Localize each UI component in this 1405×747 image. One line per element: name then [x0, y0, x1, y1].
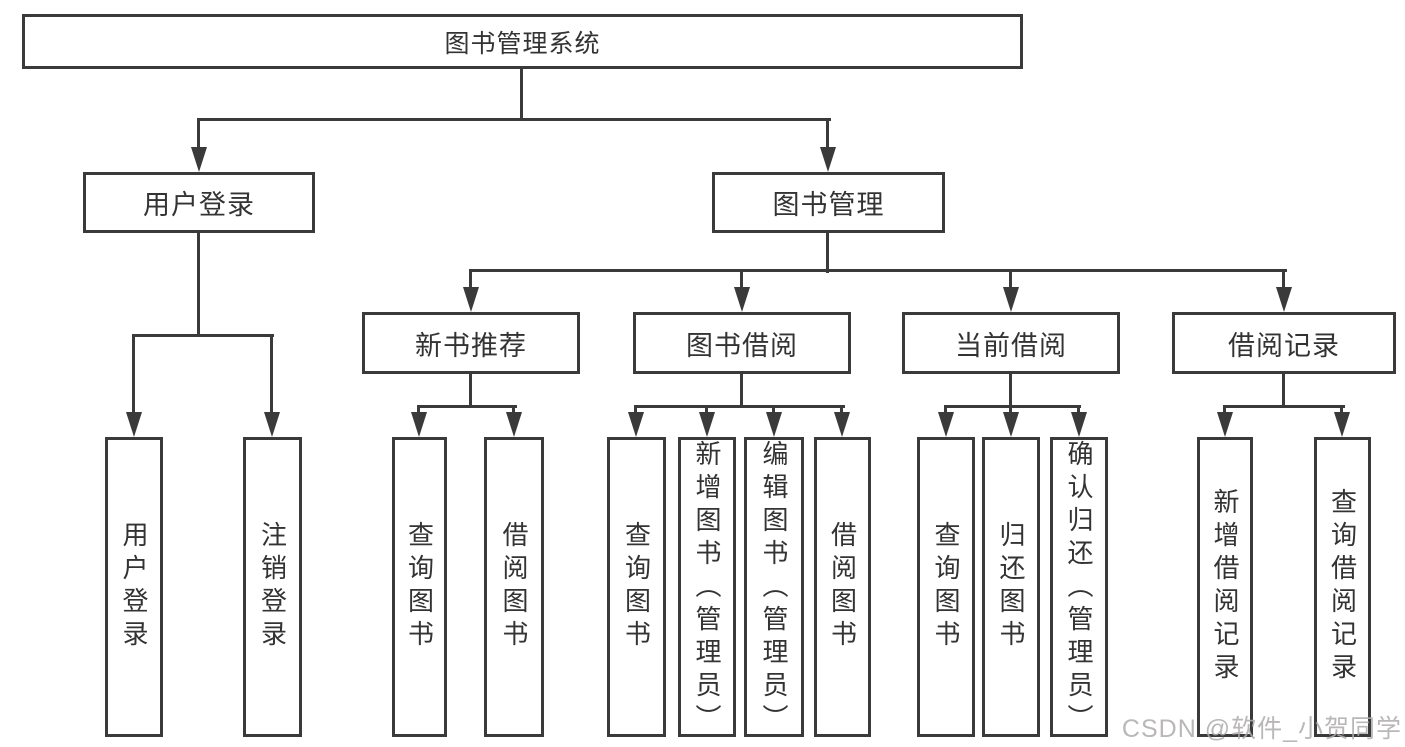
- connector-line: [520, 69, 523, 121]
- arrowhead-down-icon: [734, 287, 750, 312]
- connector-line: [1340, 407, 1343, 416]
- arrowhead-down-icon: [1217, 412, 1233, 437]
- connector-line: [197, 120, 200, 152]
- node-leaf-query-books: 查询图书: [392, 437, 447, 737]
- arrowhead-down-icon: [191, 147, 207, 172]
- connector-line: [132, 334, 274, 337]
- node-leaf-add-books-admin: 新增图书（管理员）: [678, 437, 736, 737]
- arrowhead-down-icon: [1003, 287, 1019, 312]
- watermark-text: CSDN @软件_小贺同学: [1121, 715, 1402, 743]
- connector-line: [469, 374, 472, 408]
- arrowhead-down-icon: [834, 412, 850, 437]
- connector-line: [705, 407, 708, 416]
- node-user-login: 用户登录: [83, 172, 315, 233]
- connector-line: [469, 269, 1287, 272]
- arrowhead-down-icon: [699, 412, 715, 437]
- connector-line: [270, 336, 273, 414]
- arrowhead-down-icon: [1276, 287, 1292, 312]
- node-leaf-return-books: 归还图书: [982, 437, 1040, 737]
- arrowhead-down-icon: [628, 412, 644, 437]
- node-leaf-logout: 注销登录: [243, 437, 302, 737]
- arrowhead-down-icon: [766, 412, 782, 437]
- connector-line: [469, 271, 472, 291]
- connector-line: [634, 407, 637, 416]
- node-book-management: 图书管理: [712, 172, 945, 233]
- node-label: 借阅记录: [1228, 330, 1340, 361]
- node-leaf-query-books: 查询图书: [917, 437, 975, 737]
- arrowhead-down-icon: [1334, 412, 1350, 437]
- node-label: 图书管理: [772, 190, 885, 220]
- arrowhead-down-icon: [938, 412, 954, 437]
- node-label: 新书推荐: [415, 330, 527, 361]
- connector-line: [1223, 405, 1345, 408]
- connector-line: [132, 336, 135, 414]
- node-label: 查询图书: [931, 521, 961, 653]
- node-label: 归还图书: [996, 521, 1026, 653]
- node-label: 新增借阅记录: [1210, 488, 1240, 686]
- connector-line: [512, 407, 515, 416]
- connector-line: [197, 233, 200, 337]
- connector-line: [740, 374, 743, 408]
- connector-line: [772, 407, 775, 416]
- node-label: 查询借阅记录: [1327, 488, 1358, 686]
- arrowhead-down-icon: [1003, 412, 1019, 437]
- connector-line: [826, 233, 829, 273]
- node-label: 查询图书: [621, 521, 652, 653]
- node-new-book-recommend: 新书推荐: [362, 312, 580, 374]
- node-label: 编辑图书（管理员）: [759, 440, 789, 737]
- node-leaf-borrow-books: 借阅图书: [814, 437, 871, 737]
- node-leaf-add-borrow-record: 新增借阅记录: [1197, 437, 1253, 737]
- node-label: 注销登录: [257, 521, 288, 653]
- connector-line: [1077, 407, 1080, 416]
- node-leaf-borrow-books: 借阅图书: [484, 437, 544, 737]
- node-label: 新增图书（管理员）: [692, 440, 722, 737]
- connector-line: [826, 120, 829, 152]
- node-leaf-confirm-return-admin: 确认归还（管理员）: [1050, 437, 1108, 737]
- connector-line: [944, 405, 1081, 408]
- node-current-borrowing: 当前借阅: [902, 312, 1120, 374]
- node-leaf-query-books: 查询图书: [607, 437, 666, 737]
- connector-line: [840, 407, 843, 416]
- connector-line: [1282, 271, 1285, 291]
- node-leaf-edit-books-admin: 编辑图书（管理员）: [744, 437, 804, 737]
- node-label: 借阅图书: [499, 521, 529, 653]
- node-label: 用户登录: [119, 521, 149, 653]
- node-leaf-query-borrow-record: 查询借阅记录: [1314, 437, 1371, 737]
- arrowhead-down-icon: [411, 412, 427, 437]
- connector-line: [1282, 374, 1285, 408]
- connector-line: [944, 407, 947, 416]
- connector-line: [417, 407, 420, 416]
- connector-line: [740, 271, 743, 291]
- node-label: 确认归还（管理员）: [1064, 440, 1094, 737]
- connector-line: [1223, 407, 1226, 416]
- connector-line: [1009, 271, 1012, 291]
- arrowhead-down-icon: [126, 412, 142, 437]
- node-label: 借阅图书: [827, 521, 858, 653]
- connector-line: [1009, 407, 1012, 416]
- node-label: 查询图书: [404, 521, 435, 653]
- node-label: 图书借阅: [686, 330, 798, 361]
- connector-line: [634, 405, 845, 408]
- node-label: 用户登录: [143, 190, 255, 220]
- connector-line: [1009, 374, 1012, 408]
- node-label: 当前借阅: [955, 330, 1067, 361]
- connector-line: [197, 118, 831, 121]
- node-label: 图书管理系统: [444, 29, 601, 58]
- arrowhead-down-icon: [820, 147, 836, 172]
- arrowhead-down-icon: [506, 412, 522, 437]
- node-leaf-user-login: 用户登录: [105, 437, 163, 737]
- arrowhead-down-icon: [1071, 412, 1087, 437]
- node-borrowing-records: 借阅记录: [1172, 312, 1396, 374]
- connector-line: [417, 405, 517, 408]
- node-book-borrowing: 图书借阅: [633, 312, 851, 374]
- arrowhead-down-icon: [264, 412, 280, 437]
- arrowhead-down-icon: [463, 287, 479, 312]
- node-library-management-system: 图书管理系统: [22, 14, 1023, 69]
